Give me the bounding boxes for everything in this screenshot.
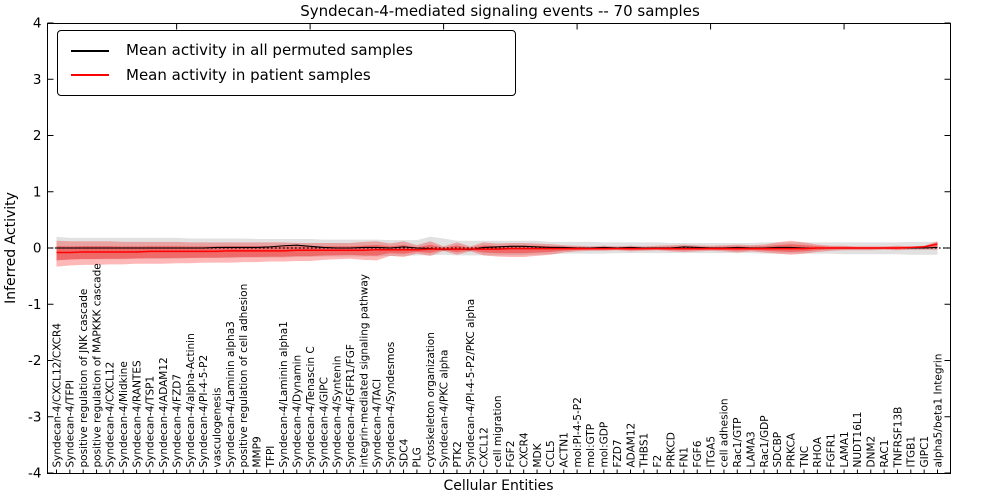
- x-tick-label: mol:PI-4-5-P2: [572, 397, 584, 467]
- x-tick-label: TFPI: [265, 446, 277, 469]
- x-tick-label: THBS1: [639, 433, 651, 469]
- x-tick-label: FZD7: [612, 440, 624, 468]
- x-tick-label: PTK2: [452, 441, 464, 467]
- patient-mean-line: [56, 243, 938, 254]
- x-tick-label: positive regulation of MAPKKK cascade: [91, 263, 103, 467]
- x-tick-label: Syndecan-4/GIPC: [318, 377, 330, 467]
- x-tick-label: TNFRSF13B: [892, 407, 904, 469]
- x-tick-label: cytoskeleton organization: [425, 332, 437, 467]
- x-tick-label: cell migration: [492, 395, 504, 467]
- permuted-mean-line: [56, 244, 938, 251]
- x-tick-label: alpha5/beta1 Integrin: [932, 354, 944, 468]
- x-tick-label: FGF2: [505, 441, 517, 468]
- legend: Mean activity in all permuted samples Me…: [57, 30, 516, 96]
- y-tick-label: 4: [33, 16, 42, 32]
- x-tick-label: MDK: [532, 442, 544, 467]
- x-tick-label: ITGA5: [705, 436, 717, 468]
- x-tick-label: positive regulation of JNK cascade: [78, 289, 90, 468]
- y-tick-label: -1: [28, 297, 41, 313]
- x-tick-label: Syndecan-4/Laminin alpha3: [225, 321, 237, 467]
- y-tick-label: 2: [33, 128, 42, 144]
- x-tick-label: Syndecan-4/ADAM12: [158, 357, 170, 467]
- x-tick-label: Syndecan-4/TFPI: [65, 380, 77, 467]
- x-tick-label: GIPC1: [919, 436, 931, 468]
- x-tick-label: mol:GTP: [585, 424, 597, 468]
- legend-label-patient: Mean activity in patient samples: [126, 66, 371, 85]
- x-tick-label: CXCL12: [478, 427, 490, 467]
- x-tick-label: RAC1: [879, 440, 891, 468]
- x-tick-label: positive regulation of cell adhesion: [238, 284, 250, 468]
- x-tick-label: Syndecan-4/PI-4-5-P2/PKC alpha: [465, 299, 477, 468]
- x-tick-label: Syndecan-4/Syntenin: [332, 356, 344, 468]
- x-axis-title: Cellular Entities: [443, 478, 554, 494]
- x-tick-label: CCL5: [545, 440, 557, 467]
- x-tick-label: vasculogenesis: [211, 388, 223, 468]
- x-tick-label: Syndecan-4/Laminin alpha1: [278, 321, 290, 467]
- permuted-line-swatch: [71, 49, 109, 52]
- x-tick-label: Syndecan-4/CXCL12: [105, 362, 117, 468]
- legend-item-permuted: Mean activity in all permuted samples: [58, 42, 515, 59]
- x-tick-label: Syndecan-4/PKC alpha: [438, 350, 450, 468]
- y-tick-label: 3: [33, 72, 42, 88]
- x-tick-label: TNC: [799, 446, 811, 469]
- x-tick-label: Rac1/GDP: [759, 415, 771, 467]
- x-tick-label: MMP9: [252, 436, 264, 467]
- y-tick-label: -2: [28, 353, 41, 369]
- x-tick-label: PLG: [412, 447, 424, 467]
- x-tick-label: Syndecan-4/TACI: [372, 379, 384, 468]
- x-tick-label: Syndecan-4/Syndesmos: [385, 342, 397, 468]
- x-tick-label: Syndecan-4/Midkine: [118, 361, 130, 467]
- x-tick-label: FGF6: [692, 440, 704, 467]
- x-tick-label: PRKCA: [785, 432, 797, 467]
- x-tick-label: ADAM12: [625, 423, 637, 468]
- x-tick-label: ACTN1: [559, 432, 571, 467]
- x-tick-label: SDCBP: [772, 432, 784, 468]
- x-tick-label: FN1: [679, 447, 691, 468]
- x-tick-label: Syndecan-4/Tenascin C: [305, 346, 317, 467]
- x-tick-label: cell adhesion: [719, 398, 731, 467]
- x-tick-label: ITGB1: [906, 436, 918, 468]
- x-tick-label: Syndecan-4/alpha-Actinin: [185, 333, 197, 467]
- x-tick-label: NUDT16L1: [852, 412, 864, 468]
- x-tick-label: PRKCD: [665, 432, 677, 467]
- y-tick-label: 1: [33, 184, 42, 200]
- y-tick-label: 0: [33, 241, 42, 257]
- x-tick-label: FGFR1: [826, 433, 838, 467]
- x-tick-label: Syndecan-4/FGFR1/FGF: [345, 344, 357, 467]
- x-tick-label: CXCR4: [518, 432, 530, 467]
- x-tick-label: Syndecan-4/FZD7: [171, 374, 183, 468]
- x-tick-label: RHOA: [812, 436, 824, 467]
- x-tick-label: Syndecan-4/PI-4-5-P2: [198, 355, 210, 468]
- x-tick-label: integrin-mediated signaling pathway: [358, 274, 370, 468]
- x-tick-label: LAMA3: [745, 431, 757, 467]
- y-tick-label: -4: [28, 466, 41, 482]
- chart-title: Syndecan-4-mediated signaling events -- …: [300, 2, 700, 20]
- legend-label-permuted: Mean activity in all permuted samples: [126, 41, 413, 60]
- x-tick-label: Rac1/GTP: [732, 418, 744, 468]
- x-tick-label: mol:GDP: [599, 422, 611, 468]
- patient-line-swatch: [71, 74, 109, 77]
- x-tick-label: Syndecan-4/RANTES: [131, 360, 143, 467]
- x-tick-label: Syndecan-4/CXCL12/CXCR4: [51, 323, 63, 468]
- x-tick-label: SDC4: [398, 438, 410, 467]
- patient-range-band-inner: [56, 242, 938, 261]
- patient-range-band-outer: [56, 240, 938, 267]
- y-tick-label: -3: [28, 409, 41, 425]
- x-tick-label: DNM2: [866, 436, 878, 468]
- x-tick-label: Syndecan-4/TSP1: [145, 376, 157, 468]
- x-tick-label: F2: [652, 455, 664, 468]
- x-tick-label: Syndecan-4/Dynamin: [292, 355, 304, 468]
- x-tick-label: LAMA1: [839, 431, 851, 467]
- legend-item-patient: Mean activity in patient samples: [58, 67, 515, 84]
